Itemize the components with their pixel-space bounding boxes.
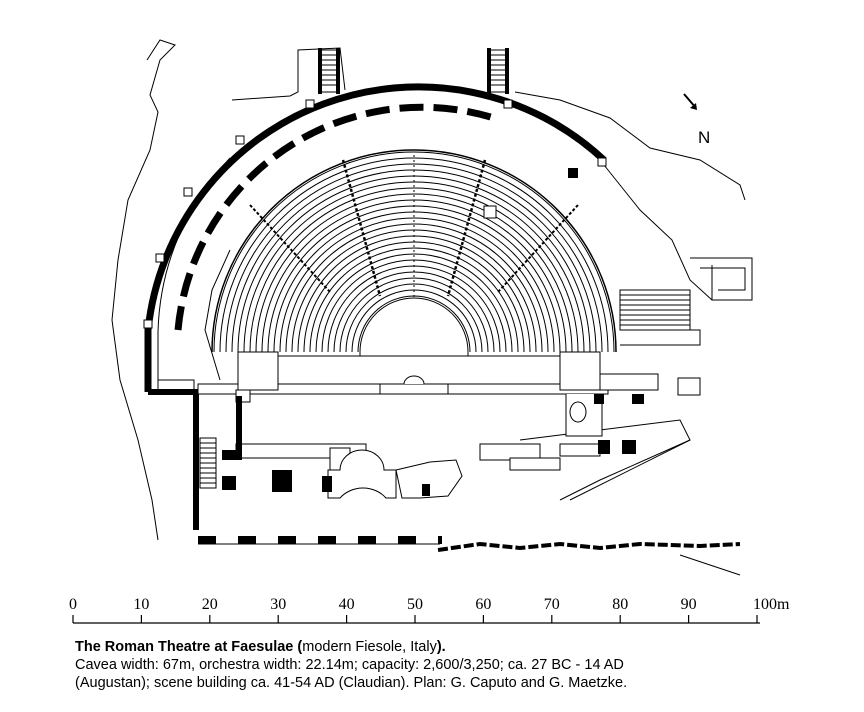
cavea-aisles: [211, 149, 617, 353]
front-wall: [198, 536, 741, 552]
scene-piers: [222, 168, 644, 496]
caption: The Roman Theatre at Faesulae (modern Fi…: [75, 638, 835, 692]
scale-tick-label: 90: [681, 596, 697, 613]
scale-tick-label: 100m: [753, 596, 790, 613]
caption-title-location: modern Fiesole, Italy: [302, 639, 437, 655]
inner-dashed-wall: [174, 103, 502, 331]
caption-line-2: Cavea width: 67m, orchestra width: 22.14…: [75, 657, 624, 673]
scale-tick-label: 70: [544, 596, 560, 613]
scale-tick-label: 30: [270, 596, 286, 613]
scale-tick-label: 80: [612, 596, 628, 613]
caption-title: The Roman Theatre at Faesulae (modern Fi…: [75, 638, 835, 656]
north-label: N: [698, 128, 710, 147]
north-arrow: N: [683, 93, 710, 147]
terrain-outline: [111, 39, 753, 576]
scale-tick-label: 0: [69, 596, 77, 613]
stage: [197, 351, 659, 437]
caption-line-3: (Augustan); scene building ca. 41-54 AD …: [75, 675, 628, 691]
scale-tick-label: 40: [339, 596, 355, 613]
outer-wall: [144, 83, 607, 530]
scale-bar: 0 10 20 30 40 50 60 70 80 90 100m: [69, 596, 790, 624]
scale-tick-label: 10: [133, 596, 149, 613]
scale-tick-label: 50: [407, 596, 423, 613]
scene-building: [235, 443, 601, 499]
caption-title-end: ).: [436, 639, 446, 655]
scale-tick-label: 60: [475, 596, 491, 613]
scale-tick-label: 20: [202, 596, 218, 613]
stair-walls: [318, 48, 509, 94]
caption-title-part: The Roman Theatre at Faesulae (: [75, 639, 303, 655]
wall-markers: [143, 99, 607, 329]
